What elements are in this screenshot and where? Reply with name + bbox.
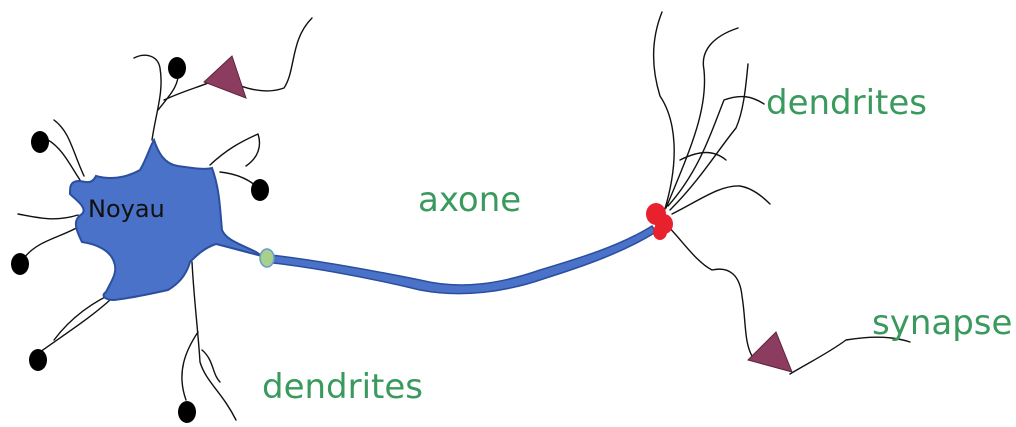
- axon-hillock: [260, 249, 274, 267]
- dendrite-left-4: [24, 225, 82, 258]
- dendrite-upper-1: [134, 55, 161, 140]
- dendrite-left-3: [18, 214, 78, 219]
- dendrite-right-5: [672, 186, 770, 214]
- axon: [262, 226, 656, 294]
- dendrite-lower-1: [192, 262, 236, 420]
- dot: [178, 401, 196, 423]
- dendrite-lower-2: [182, 332, 198, 400]
- dendrite-lower-left-2: [40, 300, 110, 352]
- dot: [251, 179, 269, 201]
- synapse-triangle-bottom: [748, 332, 792, 372]
- dendrite-right-6: [680, 153, 726, 161]
- synapse-label: synapse: [872, 306, 1012, 340]
- dendrite-right-lower: [664, 222, 752, 356]
- dendrite-upper-right: [210, 134, 260, 166]
- dendrites-right-label: dendrites: [766, 86, 927, 120]
- axon-label: axone: [418, 183, 521, 217]
- dendrite-left-1: [48, 140, 80, 180]
- dendrite-lower-3: [202, 350, 220, 382]
- dot: [11, 253, 29, 275]
- dot: [31, 131, 49, 153]
- dot: [168, 57, 186, 79]
- dendrite-right-1: [654, 12, 675, 212]
- synapse-triangle-top: [204, 56, 246, 98]
- nucleus-label: Noyau: [88, 197, 165, 221]
- dendrites-bottom-label: dendrites: [262, 370, 423, 404]
- dendrite-right-2: [666, 28, 738, 208]
- dot: [29, 349, 47, 371]
